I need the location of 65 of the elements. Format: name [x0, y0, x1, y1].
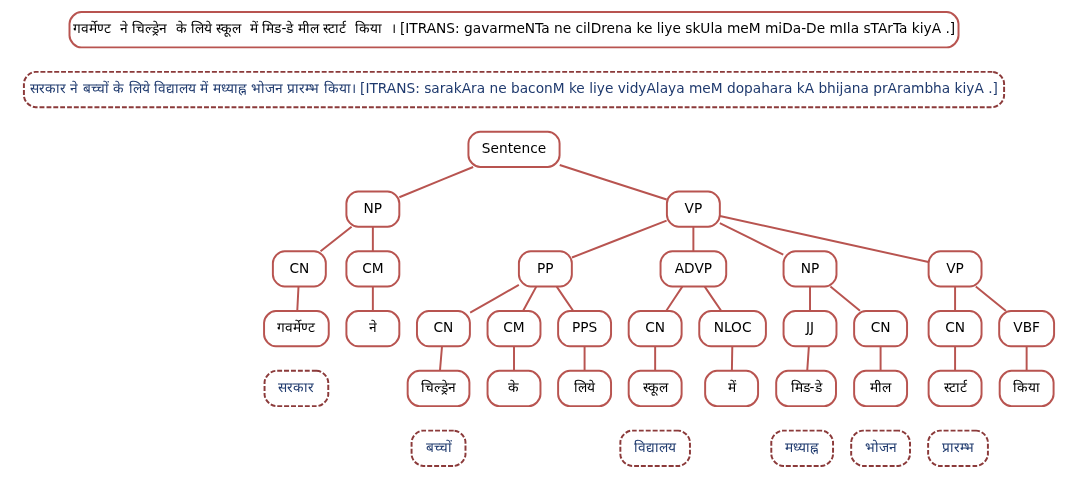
node-box: विद्यालय — [618, 429, 691, 467]
node-box: में — [703, 369, 759, 408]
connector — [691, 225, 694, 252]
connector — [558, 164, 668, 201]
node-box: CN — [852, 310, 908, 348]
node-box: भोजन — [849, 429, 911, 467]
node-box: CM — [344, 250, 400, 288]
connector — [583, 345, 586, 372]
connector — [730, 345, 733, 372]
connector — [808, 285, 811, 312]
node-box: लिये — [556, 369, 612, 408]
connector — [555, 285, 574, 312]
node-box: मील — [852, 369, 908, 408]
connector — [953, 285, 956, 312]
connector — [438, 345, 443, 372]
node-box: Sentence — [466, 130, 561, 168]
connector — [828, 285, 861, 312]
node-box: CN — [927, 310, 983, 348]
node-box: CN — [271, 250, 327, 288]
node-box: गवर्मेण्ट — [262, 310, 330, 348]
connector — [805, 345, 810, 372]
connector — [512, 345, 515, 372]
connector — [974, 285, 1007, 312]
node-box: NLOC — [697, 310, 767, 348]
node-box: सरकार ने बच्चों के लिये विद्यालय में मध्याह्न भोजन प्रारम्भ किया। [ITRANS: sarakAra ne baconM ke liye vidyAlaya meM dopahara kA bhijana prArambha kiyA .] — [22, 70, 1005, 109]
connector — [953, 345, 956, 372]
node-box: मिड-डे — [774, 369, 837, 408]
connector — [664, 285, 683, 312]
node-box: मध्याह्न — [769, 429, 834, 467]
node-box: VP — [927, 250, 983, 288]
node-box: JJ — [782, 310, 837, 348]
node-box: ADVP — [659, 250, 727, 288]
node-box: स्कूल — [627, 369, 683, 408]
node-box: PPS — [556, 310, 612, 348]
node-box: CN — [415, 310, 471, 348]
connector — [397, 166, 474, 199]
node-box: किया — [998, 369, 1055, 408]
node-box: के — [486, 369, 541, 408]
node-box: ने — [344, 310, 400, 348]
node-box: चिल्ड्रेन — [406, 369, 470, 408]
connector — [371, 225, 374, 252]
node-box: CN — [627, 310, 683, 348]
node-box: सरकार — [263, 369, 329, 408]
connector — [718, 214, 929, 263]
connector — [468, 283, 520, 314]
node-box: बच्चों — [410, 429, 466, 467]
connector — [521, 285, 537, 312]
connector — [319, 225, 353, 253]
connector — [718, 222, 784, 256]
node-box: NP — [782, 250, 837, 288]
connector — [1025, 345, 1028, 372]
node-box: VP — [665, 190, 721, 228]
connector — [653, 345, 656, 372]
connector — [570, 219, 668, 259]
connector — [295, 285, 299, 312]
connector — [371, 285, 374, 312]
node-box: गवर्मेण्ट ने चिल्ड्रेन के लिये स्कूल में मिड-डे मील स्टार्ट किया । [ITRANS: gavarmeNTa ne cilDrena ke liye skUla meM miDa-De mIla sTArTa kiyA .] — [68, 11, 959, 49]
node-box: NP — [344, 190, 400, 228]
node-box: PP — [517, 250, 573, 288]
connector — [879, 345, 882, 372]
node-box: स्टार्ट — [927, 369, 983, 408]
node-box: VBF — [997, 310, 1055, 348]
node-box: CM — [486, 310, 541, 348]
node-box: प्रारम्भ — [926, 429, 989, 467]
connector — [703, 285, 722, 312]
